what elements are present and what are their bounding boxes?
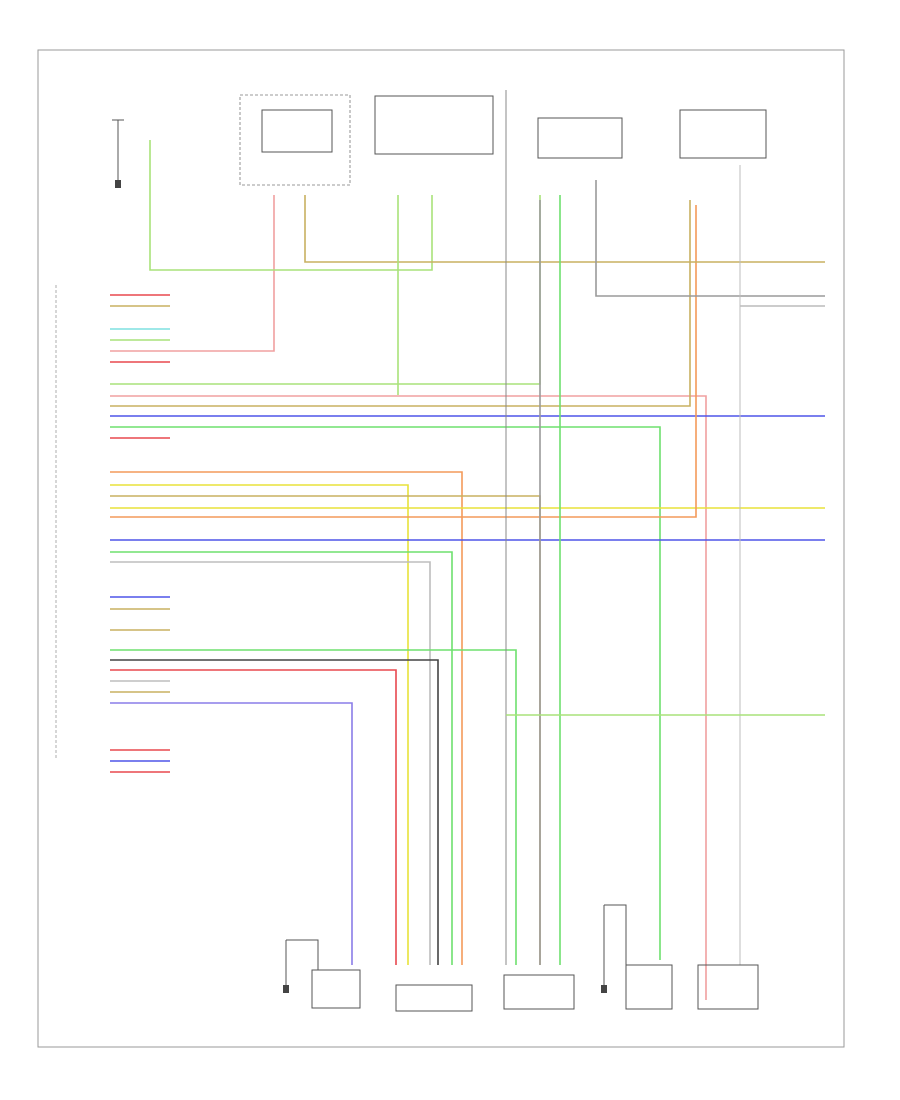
bottom-motor: [697, 964, 759, 1010]
bottom-sensor-1: [311, 969, 361, 1009]
top-relay-box-left: [239, 94, 351, 186]
bottom-connector: [503, 974, 575, 1010]
top-fuse-1-box: [537, 117, 623, 159]
bottom-components: [283, 904, 759, 1012]
top-fuse-2-box: [679, 109, 767, 159]
bottom-sensor-2: [395, 984, 473, 1012]
top-left-ground-component: [112, 119, 124, 188]
top-switch-1: [261, 109, 333, 153]
top-switch-2: [374, 95, 494, 155]
diagram-frame: [37, 49, 845, 1048]
module-wires: [110, 195, 825, 1000]
top-harness-wires: [149, 90, 825, 965]
bottom-switch: [625, 964, 673, 1010]
